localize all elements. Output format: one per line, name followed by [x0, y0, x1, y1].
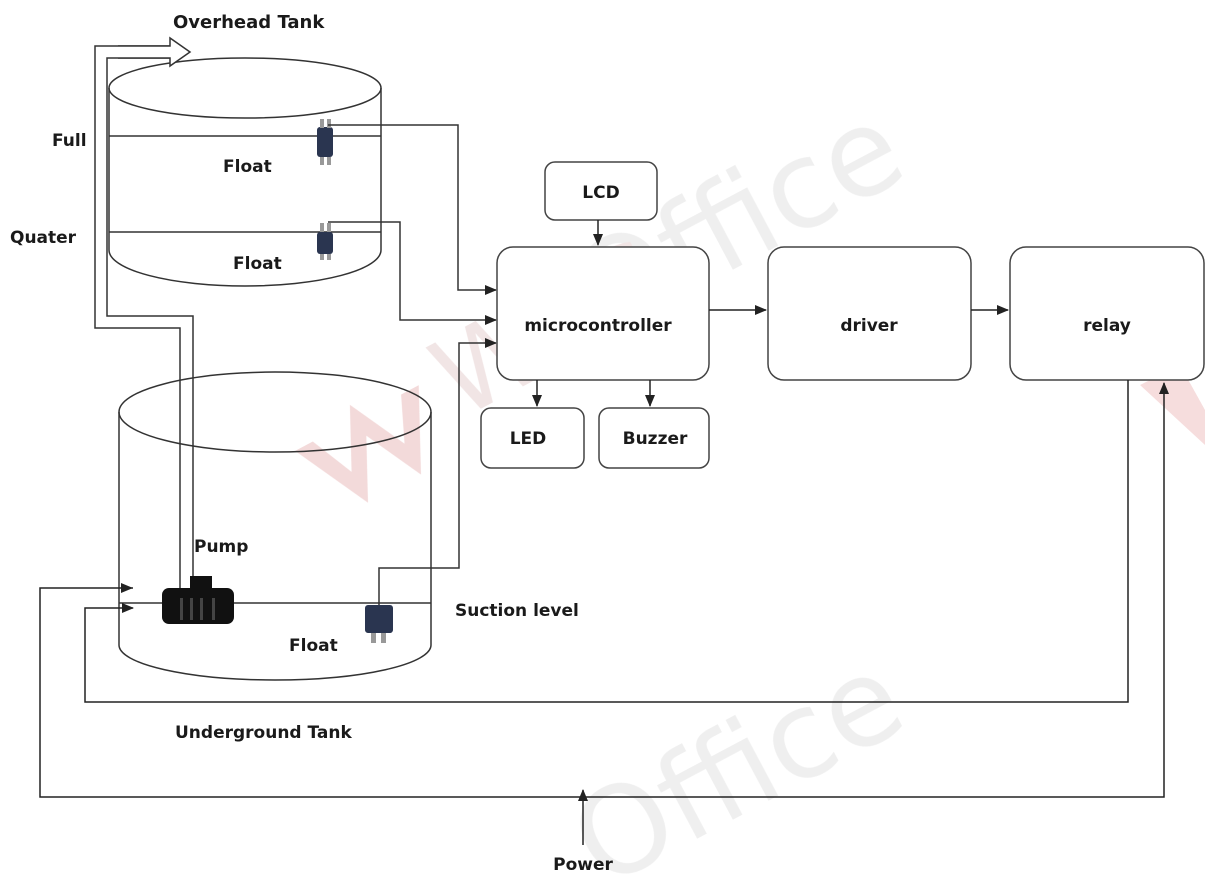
relay-box — [1009, 246, 1205, 381]
driver-box — [767, 246, 972, 381]
wps-logo-right — [1140, 365, 1205, 445]
float-suction-icon — [365, 605, 393, 643]
watermark-text-lower: Office — [551, 628, 926, 879]
microcontroller-label: microcontroller — [524, 316, 672, 336]
quarter-level-label: Quater — [10, 228, 77, 248]
pump-power-arrows — [121, 583, 133, 593]
delivery-arrow-icon — [118, 36, 192, 68]
watermark: Office Office WPS — [295, 78, 1205, 879]
float-full-icon — [317, 119, 333, 165]
power-wiring — [39, 380, 1169, 845]
relay-label: relay — [1083, 316, 1131, 336]
underground-tank-top — [118, 371, 432, 453]
sensor-wires — [328, 124, 497, 605]
buzzer-box — [598, 407, 710, 469]
float-full-label: Float — [223, 157, 272, 177]
suction-level-label: Suction level — [455, 601, 579, 621]
led-label: LED — [510, 429, 547, 449]
buzzer-label: Buzzer — [623, 429, 688, 449]
overhead-tank-bottom — [108, 249, 382, 287]
driver-label: driver — [840, 316, 898, 336]
float-quarter-icon — [317, 223, 333, 260]
blocks — [480, 161, 1205, 469]
underground-tank-bottom — [118, 644, 432, 681]
overhead-tank-title: Overhead Tank — [173, 12, 325, 33]
lcd-label: LCD — [582, 183, 619, 203]
underground-tank-title: Underground Tank — [175, 723, 352, 743]
underground-tank — [118, 371, 432, 681]
float-suction-label: Float — [289, 636, 338, 656]
pump-icon — [162, 576, 234, 624]
power-label: Power — [553, 855, 613, 875]
block-connectors — [532, 220, 1009, 407]
pump-label: Pump — [194, 537, 248, 557]
overhead-tank — [108, 57, 382, 287]
led-box — [480, 407, 585, 469]
float-quarter-label: Float — [233, 254, 282, 274]
microcontroller-box — [496, 246, 710, 381]
full-level-label: Full — [52, 131, 87, 151]
overhead-tank-top — [108, 57, 382, 119]
lcd-box — [544, 161, 658, 221]
